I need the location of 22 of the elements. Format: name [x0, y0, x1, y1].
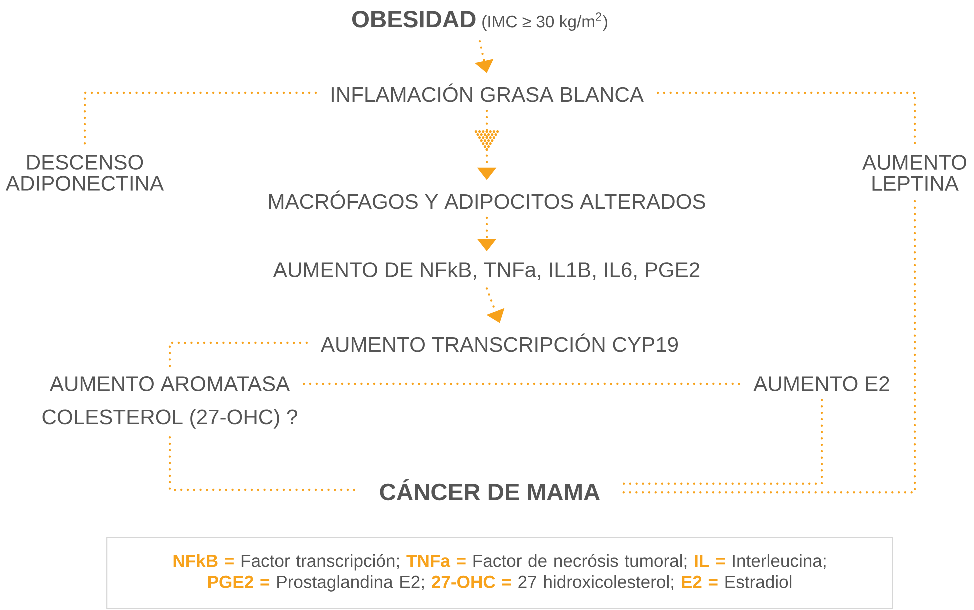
flow-text: AUMENTO E2 — [754, 376, 890, 392]
flow-text: DESCENSO ADIPONECTINA — [6, 155, 164, 191]
flow-text: AUMENTO DE NFkB, TNFa, IL1B, IL6, PGE2 — [273, 262, 700, 280]
flow-text: AUMENTO LEPTINA — [862, 155, 966, 191]
outcome-text: CÁNCER DE MAMA — [380, 479, 600, 501]
flow-text: MACRÓFAGOS Y ADIPOCITOS ALTERADOS — [269, 190, 706, 210]
dotted-connector — [620, 399, 824, 485]
glossary-box: NFkB = Factor transcripción; TNFa = Factor de necrósis tumoral; IL = Interleucina; PGE2 = Prostaglandina E2; 27-OHC = 27 hidroxicolesterol; E2 = Estradiol — [106, 536, 894, 610]
arrow — [486, 288, 505, 324]
dotted-connector — [656, 92, 916, 146]
arrow — [474, 110, 500, 180]
flow-text: COLESTEROL (27-OHC) ? — [42, 409, 298, 429]
arrow — [474, 40, 494, 74]
arrow — [477, 216, 497, 252]
flow-text: INFLAMACIÓN GRASA BLANCA — [332, 84, 644, 102]
dotted-connector — [620, 200, 916, 494]
dotted-connector — [84, 92, 318, 146]
dotted-connector — [303, 382, 741, 386]
dotted-connector — [168, 342, 308, 369]
flow-text: AUMENTO TRANSCRIPCIÓN CYP19 — [321, 334, 678, 352]
title-text: OBESIDAD (IMC ≥ 30 kg/m$^{2}$) — [352, 11, 608, 32]
flow-text: AUMENTO AROMATASA — [50, 376, 290, 392]
